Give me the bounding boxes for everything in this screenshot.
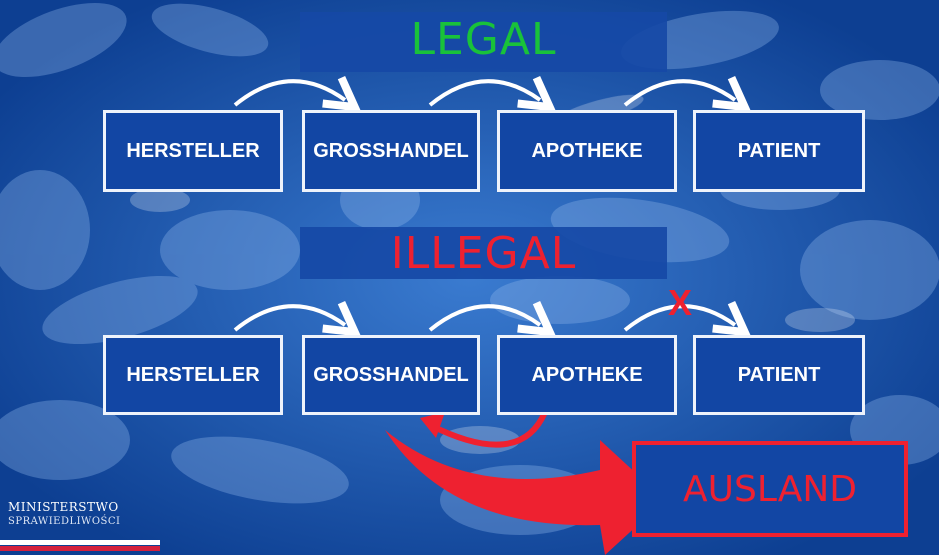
legal-hersteller-box: HERSTELLER	[103, 110, 283, 192]
legal-patient-box: PATIENT	[693, 110, 865, 192]
illegal-title-band	[300, 227, 667, 279]
illegal-apotheke-box: APOTHEKE	[497, 335, 677, 415]
legal-apotheke-box: APOTHEKE	[497, 110, 677, 192]
illegal-grosshandel-box: GROSSHANDEL	[302, 335, 480, 415]
ausland-box: AUSLAND	[632, 441, 908, 537]
legal-title-band	[300, 12, 667, 72]
logo-flag-red	[0, 546, 160, 551]
logo-line-2: SPRAWIEDLIWOŚCI	[8, 516, 121, 527]
illegal-hersteller-box: HERSTELLER	[103, 335, 283, 415]
logo-flag-white	[0, 540, 160, 545]
legal-grosshandel-box: GROSSHANDEL	[302, 110, 480, 192]
logo-line-1: MINISTERSTWO	[8, 500, 119, 514]
illegal-title: ILLEGAL	[390, 228, 577, 279]
blocked-x-mark: X	[668, 282, 693, 323]
illegal-patient-box: PATIENT	[693, 335, 865, 415]
ministry-logo: MINISTERSTWO SPRAWIEDLIWOŚCI	[0, 496, 170, 555]
legal-title: LEGAL	[410, 14, 557, 65]
